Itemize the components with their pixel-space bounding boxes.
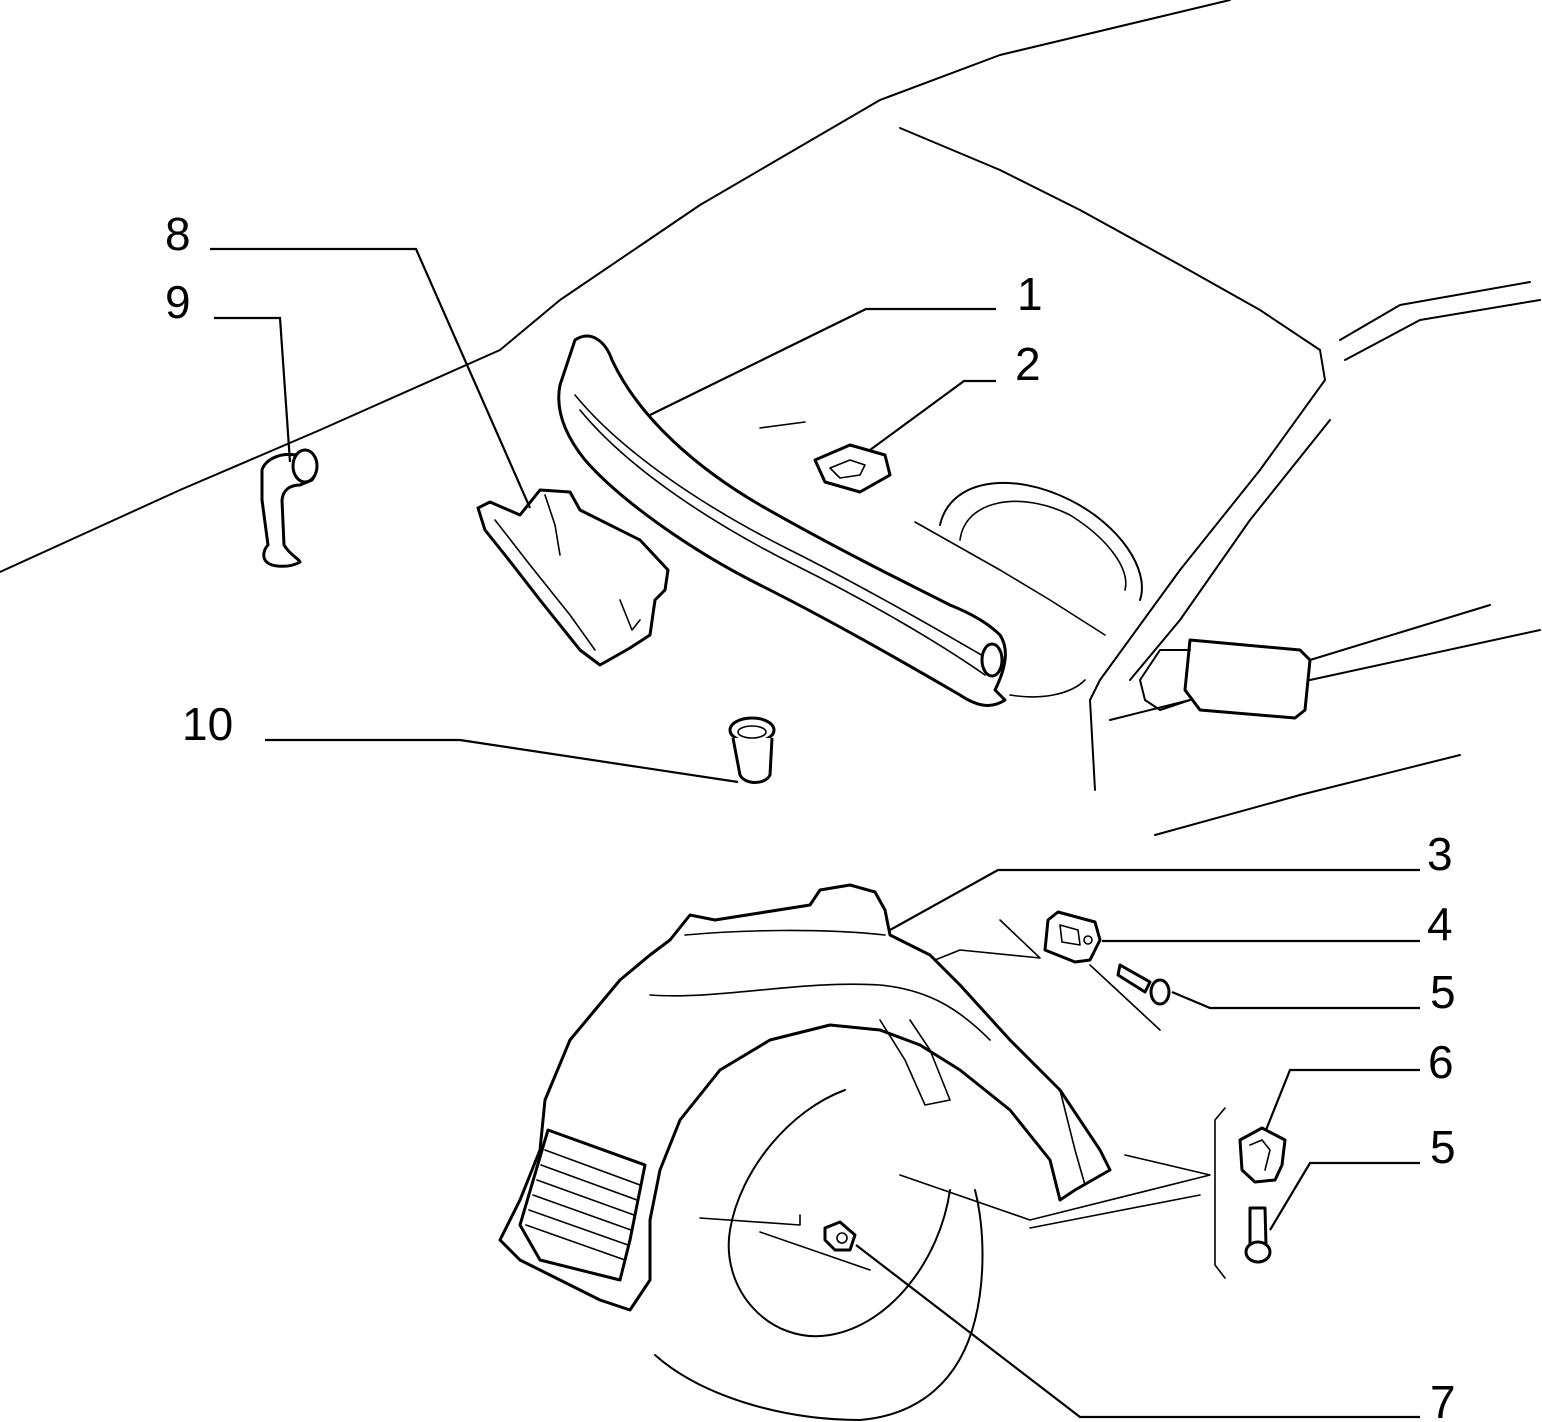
part-3-wheel-arch-liner [498,883,1112,1312]
part-9-drain-hose [260,448,319,568]
wheel-outline [654,1089,984,1421]
part-2-clip [813,443,892,494]
leader-6 [1264,1068,1420,1131]
callout-3: 3 [1427,828,1453,880]
liner-grille-slats [525,1149,641,1261]
part-8-air-duct [476,488,670,667]
part-1-cowl-seal [557,334,1007,707]
leader-10 [265,738,739,784]
leader-2 [869,379,996,451]
part-4-clip-nut [1043,910,1102,964]
leader-5a [1171,990,1420,1010]
part-5-upper-screw [1116,963,1171,1006]
callout-4: 4 [1427,898,1453,950]
callout-10: 10 [182,698,233,750]
part-7-clip [823,1220,857,1252]
car-body-outline [0,0,1541,836]
part-10-grommet [728,716,776,784]
callout-6: 6 [1428,1036,1454,1088]
callout-9: 9 [165,276,191,328]
leader-1 [649,307,996,416]
callout-7: 7 [1430,1376,1456,1422]
leader-lines [210,247,1420,1419]
leader-7 [855,1244,1420,1419]
callout-1: 1 [1017,268,1043,320]
callout-8: 8 [165,208,191,260]
callout-labels: 1 2 3 4 5 6 5 7 8 9 10 [165,208,1456,1422]
assembly-guide-lines [699,919,1226,1279]
leader-3 [889,868,1420,931]
part-5-lower-screw [1244,1206,1272,1264]
part-6-clip [1238,1126,1287,1184]
leader-8 [210,247,532,509]
callout-5b: 5 [1430,1121,1456,1173]
callout-2: 2 [1015,338,1041,390]
leader-5b [1269,1161,1420,1231]
callout-5a: 5 [1430,966,1456,1018]
leader-9 [214,316,292,463]
